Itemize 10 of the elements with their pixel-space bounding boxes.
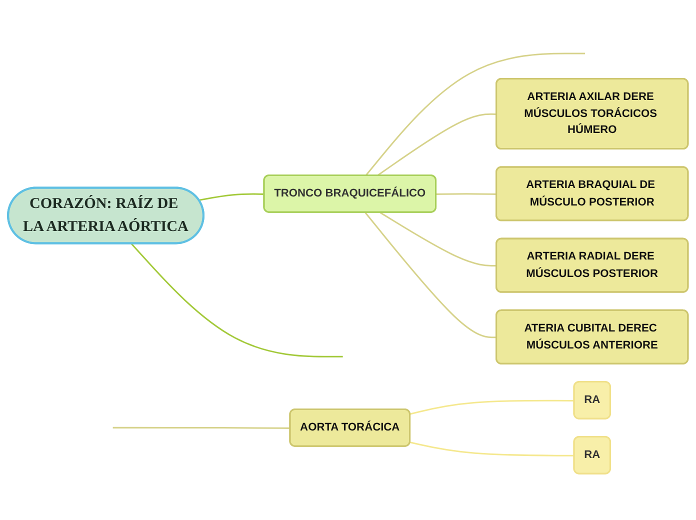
connector xyxy=(380,212,497,267)
connector xyxy=(436,193,497,195)
connector xyxy=(376,113,497,176)
connector xyxy=(410,442,575,456)
connector xyxy=(365,52,586,176)
connector xyxy=(364,212,497,338)
connector xyxy=(198,193,264,201)
connector xyxy=(410,400,575,415)
connector xyxy=(130,243,343,358)
connector xyxy=(112,426,290,429)
